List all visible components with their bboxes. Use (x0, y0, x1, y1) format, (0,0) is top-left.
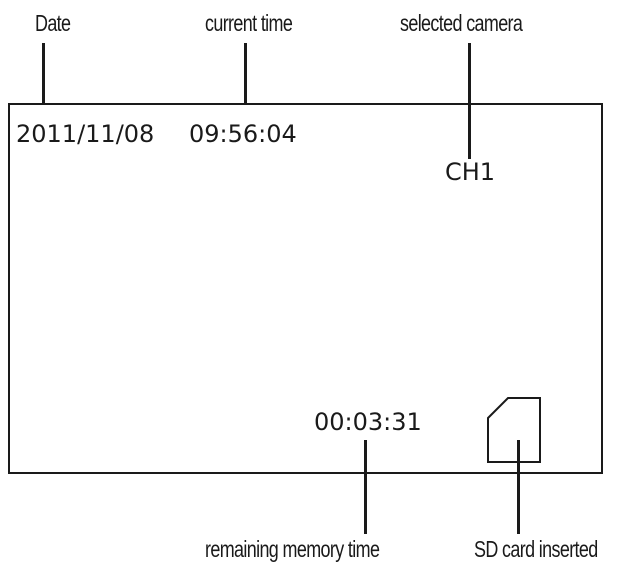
remaining-memory-time-callout-label: remaining memory time (205, 536, 380, 562)
osd-remaining-memory-time: 00:03:31 (314, 408, 422, 436)
date-callout-label: Date (35, 10, 71, 36)
selected-camera-callout-label: selected camera (400, 10, 523, 36)
osd-current-time: 09:56:04 (189, 120, 297, 148)
osd-date: 2011/11/08 (16, 120, 155, 148)
current-time-leader-line (244, 43, 247, 103)
sd-card-inserted-callout-label: SD card inserted (474, 536, 598, 562)
date-leader-line (42, 43, 45, 103)
monitor-screen (8, 103, 603, 474)
remaining-memory-leader-line (364, 440, 367, 534)
sd-card-icon (487, 397, 541, 463)
selected-camera-leader-line (468, 43, 471, 159)
osd-channel: CH1 (445, 158, 496, 186)
sd-card-leader-line (517, 440, 520, 534)
current-time-callout-label: current time (205, 10, 293, 36)
